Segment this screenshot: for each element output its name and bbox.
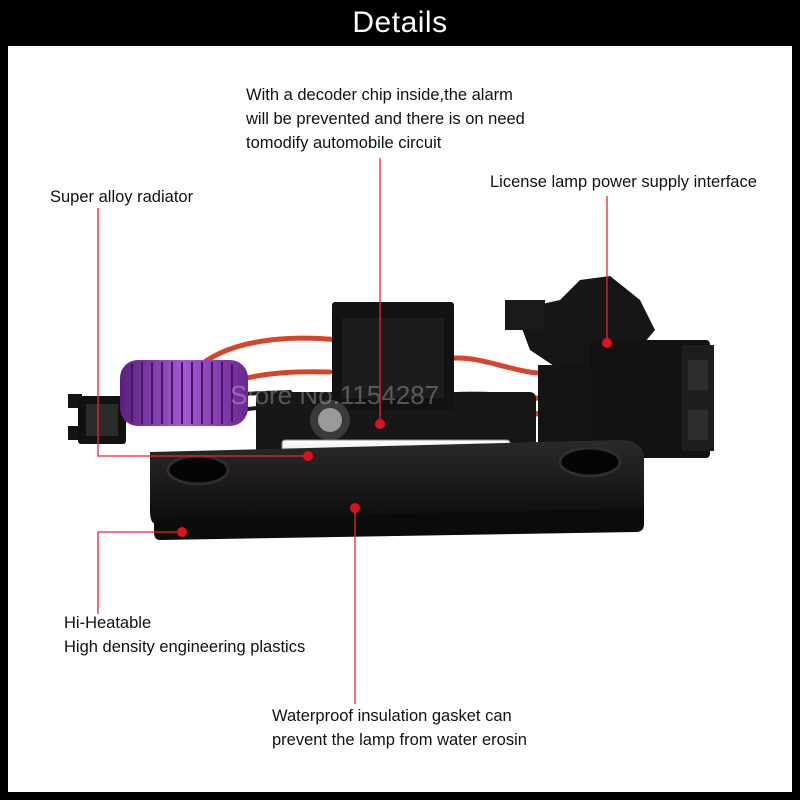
- gasket: [154, 508, 644, 540]
- left-connector: [68, 394, 126, 444]
- marker-dots: [177, 338, 612, 537]
- callout-line: License lamp power supply interface: [490, 173, 757, 191]
- leader-plastics: [97, 531, 182, 614]
- callout-decoder-chip: With a decoder chip inside,the alarm wil…: [246, 83, 525, 155]
- callout-line: Waterproof insulation gasket can: [272, 707, 512, 725]
- store-watermark: Store No.1154287: [230, 380, 439, 410]
- marker-plastics: [177, 527, 187, 537]
- marker-interface: [602, 338, 612, 348]
- marker-radiator: [303, 451, 313, 461]
- callout-power-interface: License lamp power supply interface: [490, 170, 757, 194]
- callout-gasket: Waterproof insulation gasket can prevent…: [272, 704, 527, 752]
- marker-gasket: [350, 503, 360, 513]
- header-bar: Details: [0, 0, 800, 46]
- callout-line: Hi-Heatable: [64, 614, 152, 632]
- leader-lines: [97, 158, 608, 704]
- radiator-cylinder: [120, 360, 248, 426]
- callout-line: will be prevented and there is on need: [246, 110, 525, 128]
- callout-line: prevent the lamp from water erosin: [272, 731, 527, 749]
- callout-line: High density engineering plastics: [64, 638, 306, 656]
- callout-plastics: Hi-Heatable High density engineering pla…: [64, 611, 305, 659]
- leader-radiator: [97, 208, 308, 457]
- marker-decoder: [375, 419, 385, 429]
- right-connector-assembly: [505, 276, 714, 458]
- page-title: Details: [352, 6, 448, 39]
- callout-radiator: Super alloy radiator: [50, 185, 193, 209]
- callout-line: With a decoder chip inside,the alarm: [246, 86, 513, 104]
- base-plate: [150, 440, 644, 524]
- callout-line: tomodify automobile circuit: [246, 134, 442, 152]
- callout-line: Super alloy radiator: [50, 188, 194, 206]
